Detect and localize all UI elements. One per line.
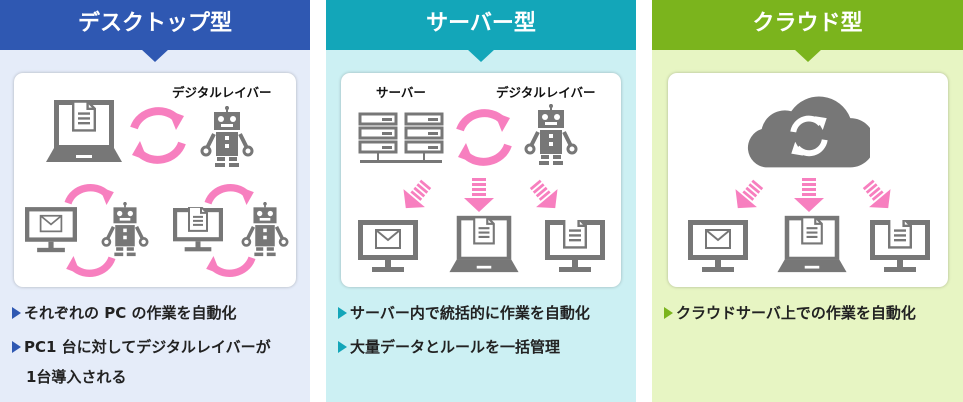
bullet-item: それぞれの PC の作業を自動化 [12,298,236,328]
triangle-bullet-icon [12,341,21,353]
monitor-document-icon [173,207,223,254]
robot-icon [240,202,290,257]
server-type-panel: サーバー型 サーバー デジタルレイバー サーバー内で統括的に作業を自動化 大量デ… [326,0,636,402]
monitor-mail-icon [688,220,748,274]
bullet-item: 大量データとルールを一括管理 [338,332,560,362]
triangle-bullet-icon [338,307,347,319]
monitor-mail-icon [25,207,77,254]
bullet-item: クラウドサーバ上での作業を自動化 [664,298,916,328]
monitor-document-icon [870,220,930,274]
cycle-arrow-top-icon [456,108,512,132]
pointer-triangle [141,49,169,62]
panel-title: デスクトップ型 [0,0,310,50]
triangle-bullet-icon [338,341,347,353]
cycle-arrow-bottom-icon [130,141,186,165]
monitor-document-icon [545,220,605,274]
robot-icon [199,106,255,168]
laptop-document-icon [774,214,850,274]
cycle-arrow-top-icon [130,106,186,130]
bullet-item: PC1 台に対してデジタルレイバーが [12,332,271,362]
bullet-continuation: 1台導入される [26,368,127,386]
triangle-bullet-icon [12,307,21,319]
cycle-arrow-bottom-icon [64,256,116,278]
bullet-item: サーバー内で統括的に作業を自動化 [338,298,590,328]
cloud-sync-icon [746,88,870,170]
robot-icon [100,202,150,257]
arrow-down-icon [794,178,824,212]
monitor-mail-icon [358,220,418,274]
cycle-arrow-bottom-icon [204,256,256,278]
cycle-arrow-bottom-icon [456,143,512,167]
pointer-triangle [467,49,495,62]
panel-title: サーバー型 [326,0,636,50]
pointer-triangle [793,49,822,62]
digital-labor-label: デジタルレイバー [172,85,272,100]
desktop-type-panel: デスクトップ型 デジタルレイバー それぞれの PC の作業を自動化 PC1 台に… [0,0,310,402]
digital-labor-label: デジタルレイバー [496,85,596,100]
arrow-down-icon [464,178,494,212]
panel-title: クラウド型 [652,0,963,50]
laptop-document-icon [446,214,522,274]
server-rack-icon [358,112,444,168]
server-label: サーバー [376,85,426,100]
triangle-bullet-icon [664,307,673,319]
cloud-type-panel: クラウド型 クラウドサーバ上での作業を自動化 [652,0,963,402]
robot-icon [523,104,579,166]
laptop-document-icon [46,98,122,164]
